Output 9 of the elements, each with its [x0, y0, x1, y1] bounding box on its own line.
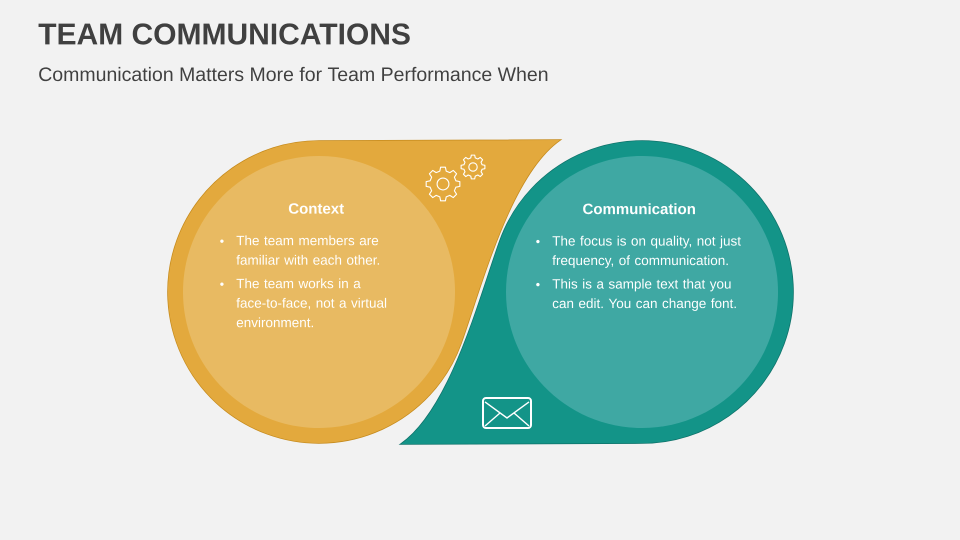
heading: Context [288, 203, 344, 214]
bullet-item: The team members are familiar with each other. [220, 235, 380, 265]
teardrop-shape [400, 140, 794, 445]
bullet-item: The team works in a face-to-face, not a virtual environment. [220, 278, 386, 328]
subtitle: Communication Matters More for Team Performance When [39, 66, 548, 82]
heading: Communication [583, 203, 695, 214]
bullet-item: This is a sample text that you can edit. You can change font. [536, 278, 736, 311]
bullet-item: The focus is on quality, not just frequency, of communication. [536, 236, 741, 268]
title: TEAM COMMUNICATIONS [38, 23, 410, 45]
